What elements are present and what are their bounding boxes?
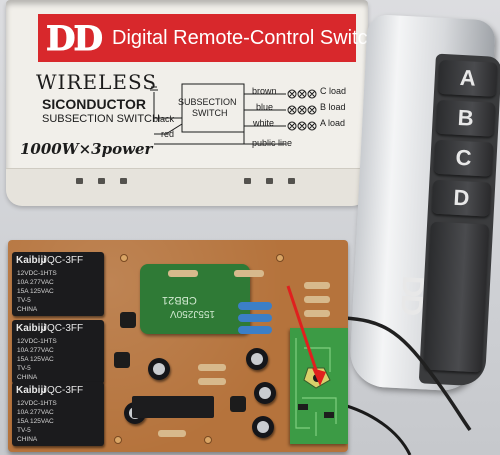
- subsection-switch-label: SUBSECTION SWITCH: [42, 113, 160, 125]
- relay: Kaibiji JQC-3FF 12VDC-1HTS 10A 277VAC 15…: [12, 382, 104, 446]
- relay-brand: Kaibiji: [16, 255, 47, 266]
- load-b-label: B load: [320, 102, 346, 112]
- relay-spec: 12VDC-1HTS: [17, 400, 57, 407]
- ic-chip: [132, 396, 214, 418]
- relay-model: JQC-3FF: [42, 255, 84, 266]
- transistor: [114, 352, 130, 368]
- vent-slot: [76, 178, 83, 184]
- siconductor-label: SICONDUCTOR: [42, 96, 146, 112]
- electrolytic-capacitor: [252, 416, 274, 438]
- vent-slot: [98, 178, 105, 184]
- receiver-box-lip: [6, 168, 368, 206]
- wire-blue-label: blue: [256, 102, 274, 112]
- vent-slot: [244, 178, 251, 184]
- trimmer: [120, 312, 136, 328]
- relay-spec: CHINA: [17, 306, 38, 313]
- vent-slot: [120, 178, 127, 184]
- resistor: [234, 270, 264, 277]
- wire-brown-label: brown: [252, 86, 277, 96]
- blue-resistor: [238, 314, 272, 322]
- transistor: [230, 396, 246, 412]
- relay-spec: 15A 125VAC: [17, 288, 54, 295]
- relay-spec: 10A 277VAC: [17, 347, 54, 354]
- electrolytic-capacitor: [254, 382, 276, 404]
- blue-resistor: [238, 326, 272, 334]
- wire-white-label: white: [253, 118, 275, 128]
- diagram-label-top: SUBSECTION: [178, 97, 237, 107]
- brand-logo: DD: [46, 19, 104, 60]
- solder-pad: [204, 436, 212, 444]
- receiver-box: DD Digital Remote-Control Switch WIRELES…: [6, 0, 379, 206]
- relay-brand: Kaibiji: [16, 323, 47, 334]
- relay: Kaibiji JQC-3FF 12VDC-1HTS 10A 277VAC 15…: [12, 252, 104, 316]
- relay-spec: 15A 125VAC: [17, 418, 54, 425]
- relay-spec: 12VDC-1HTS: [17, 270, 57, 277]
- wiring-diagram: [150, 83, 317, 145]
- relay-spec: TV-5: [17, 365, 31, 372]
- load-a-label: A load: [320, 118, 346, 128]
- relay-model: JQC-3FF: [42, 323, 84, 334]
- relay: Kaibiji JQC-3FF 12VDC-1HTS 10A 277VAC 15…: [12, 320, 104, 384]
- electrolytic-capacitor: [246, 348, 268, 370]
- resistor: [304, 296, 330, 303]
- vent-slot: [288, 178, 295, 184]
- wire-black-label: black: [153, 114, 175, 124]
- brand-banner: DD Digital Remote-Control Switch: [38, 14, 379, 62]
- power-rating: 1000W×3power: [20, 140, 153, 158]
- relay-spec: 10A 277VAC: [17, 409, 54, 416]
- diagram-label-bottom: SWITCH: [192, 108, 228, 118]
- resistor: [198, 364, 226, 371]
- resistor: [198, 378, 226, 385]
- relay-spec: 12VDC-1HTS: [17, 338, 57, 345]
- circuit-board: Kaibiji JQC-3FF 12VDC-1HTS 10A 277VAC 15…: [8, 240, 348, 452]
- vent-slot: [266, 178, 273, 184]
- resistor: [304, 310, 330, 317]
- relay-spec: TV-5: [17, 427, 31, 434]
- wire-public-label: public line: [252, 138, 293, 148]
- relay-spec: CHINA: [17, 374, 38, 381]
- wire-red-label: red: [161, 129, 175, 139]
- relay-spec: 15A 125VAC: [17, 356, 54, 363]
- solder-pad: [120, 254, 128, 262]
- resistor: [158, 430, 186, 437]
- wireless-label: WIRELESS: [36, 70, 158, 94]
- relay-spec: CHINA: [17, 436, 38, 443]
- solder-pad: [114, 436, 122, 444]
- relay-spec: 10A 277VAC: [17, 279, 54, 286]
- electrolytic-capacitor: [148, 358, 170, 380]
- relay-spec: TV-5: [17, 297, 31, 304]
- product-title: Digital Remote-Control Switch: [112, 27, 379, 49]
- resistor: [168, 270, 198, 277]
- relay-brand: Kaibiji: [16, 385, 47, 396]
- relay-model: JQC-3FF: [42, 385, 84, 396]
- load-c-label: C load: [320, 86, 347, 96]
- resistor: [304, 282, 330, 289]
- solder-pad: [276, 254, 284, 262]
- blue-resistor: [238, 302, 272, 310]
